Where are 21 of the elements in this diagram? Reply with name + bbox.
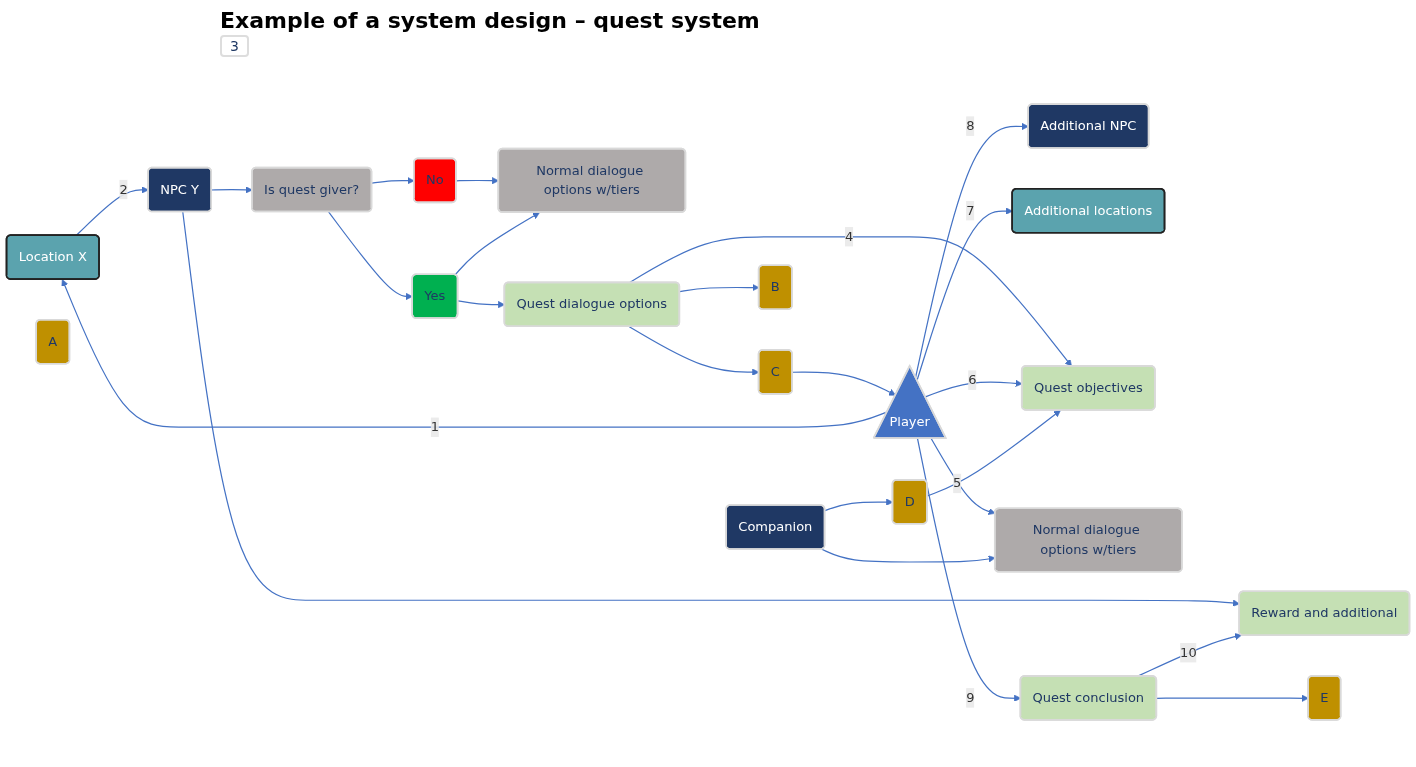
edge-label: 5 [953,475,962,491]
arrow [455,177,499,185]
edge-label: 7 [966,202,975,219]
arrow [1156,694,1309,702]
edge-label: 4 [844,228,854,245]
edge-label: 9 [966,689,975,706]
arrow [915,122,1029,378]
arrow [926,409,1061,497]
edge-label: 10 [1180,644,1197,661]
edge-label: 1 [430,419,440,435]
arrow [454,212,540,276]
arrow [916,207,1013,381]
arrow [182,211,1240,607]
arrow [628,236,1072,367]
edge-label: 2 [119,181,128,197]
arrow [75,186,149,237]
edge-label: 6 [968,372,977,388]
arrow [328,211,413,301]
step-number: 3 [220,35,249,57]
edge-label: 8 [966,117,975,134]
title: Example of a system design – quest system [220,8,761,33]
